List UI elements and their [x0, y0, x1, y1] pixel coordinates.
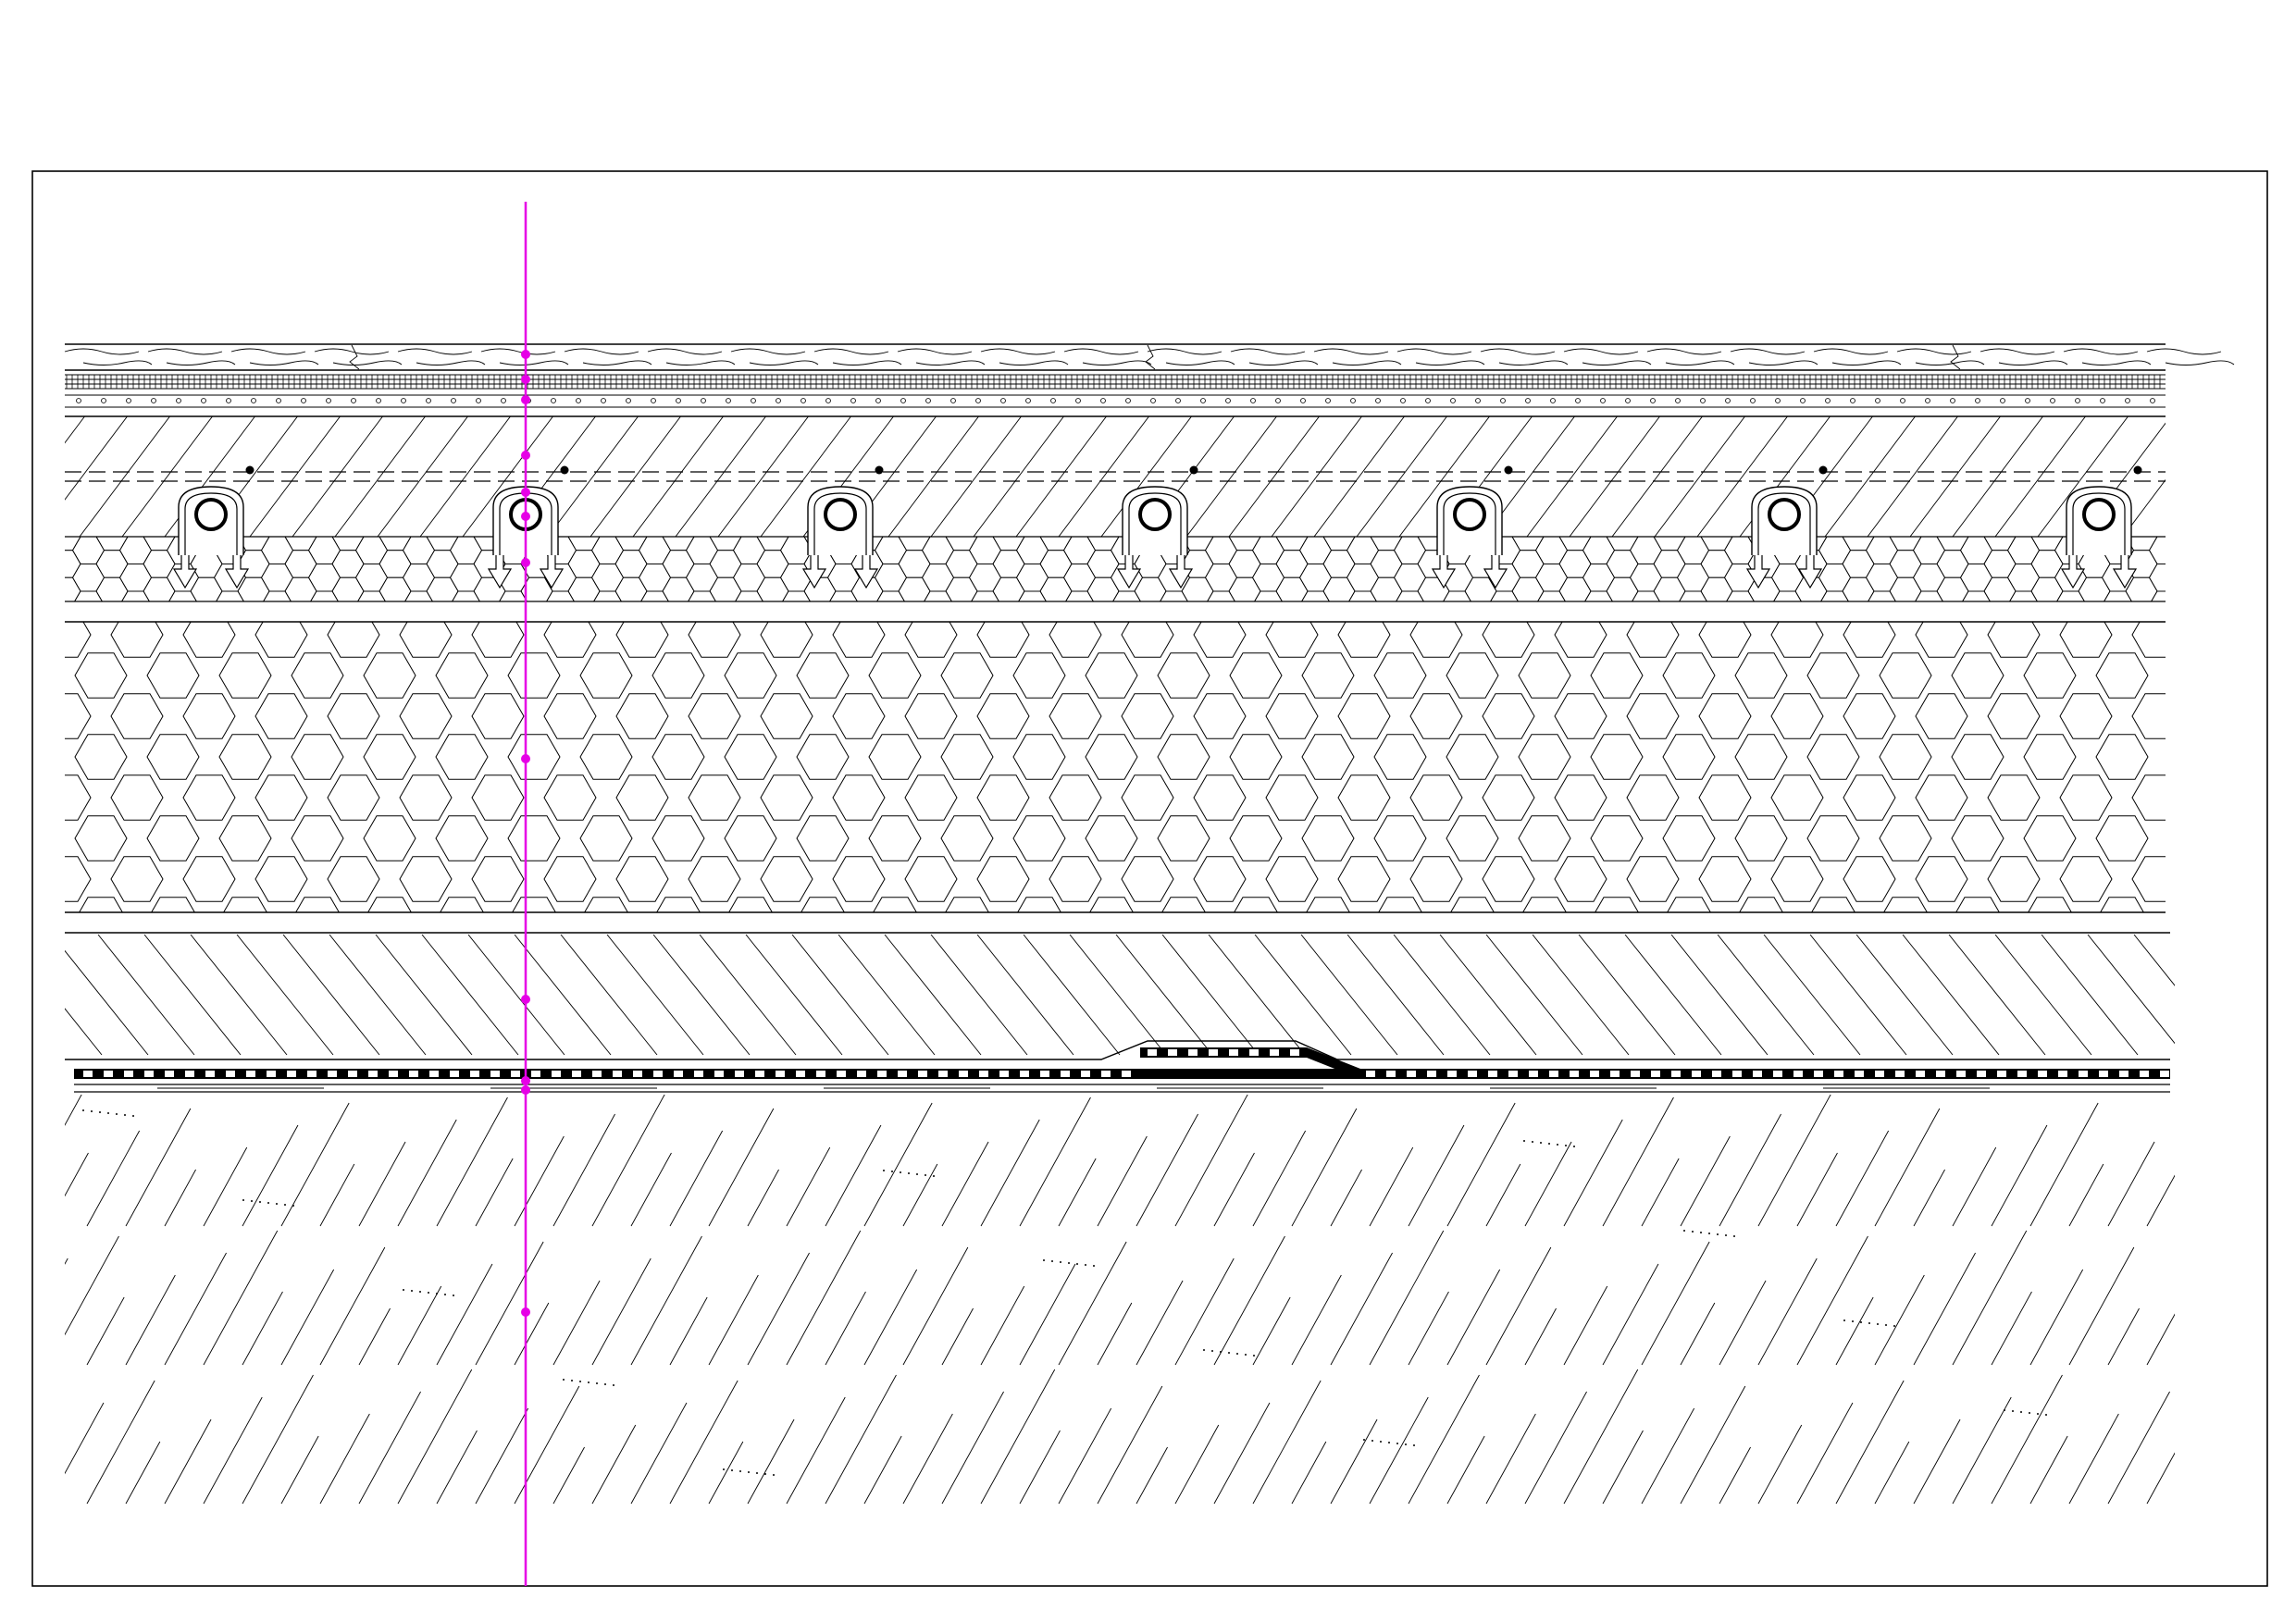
floor-covering-layer [64, 343, 2235, 371]
heating-pipe [824, 498, 857, 531]
marker-node [521, 995, 530, 1004]
levelling-fill-layer [65, 935, 2175, 1055]
pipe-clip-3 [801, 486, 879, 589]
drawing-frame [31, 170, 2268, 1587]
insulation-layer [65, 622, 2170, 934]
marker-node [521, 512, 530, 521]
heating-pipe [1453, 498, 1486, 531]
pipe-clip-4 [1116, 486, 1194, 589]
pipe-clip-6 [1745, 486, 1823, 589]
system-board-layer [65, 536, 2166, 623]
heating-pipe [1768, 498, 1801, 531]
rebar-dot [2133, 465, 2142, 475]
concrete-slab-layer [65, 1095, 2175, 1505]
pipe-clip-1 [172, 486, 250, 589]
marker-node [521, 1307, 530, 1317]
marker-node [521, 375, 530, 384]
heating-pipe [1138, 498, 1172, 531]
marker-node [521, 1076, 530, 1085]
rebar-dot [1818, 465, 1828, 475]
marker-node [521, 350, 530, 359]
rebar-dot [1504, 465, 1513, 475]
rebar-dot [245, 465, 254, 475]
section-marker-line[interactable] [521, 202, 530, 1586]
rebar-dot [560, 465, 569, 475]
underlay-layer [65, 374, 2166, 417]
pipe-clip-5 [1431, 486, 1508, 589]
marker-node [521, 754, 530, 763]
heating-pipe [2082, 498, 2116, 531]
rebar-dot [1189, 465, 1198, 475]
marker-node [521, 488, 530, 497]
marker-node [521, 395, 530, 404]
heating-pipe [194, 498, 228, 531]
pipe-clip-7 [2060, 486, 2138, 589]
marker-node [521, 558, 530, 567]
rebar-dot [875, 465, 884, 475]
marker-node [521, 451, 530, 460]
heating-pipes-group [172, 486, 2138, 589]
membrane-layer [65, 1040, 2170, 1093]
marker-node [521, 1085, 530, 1095]
